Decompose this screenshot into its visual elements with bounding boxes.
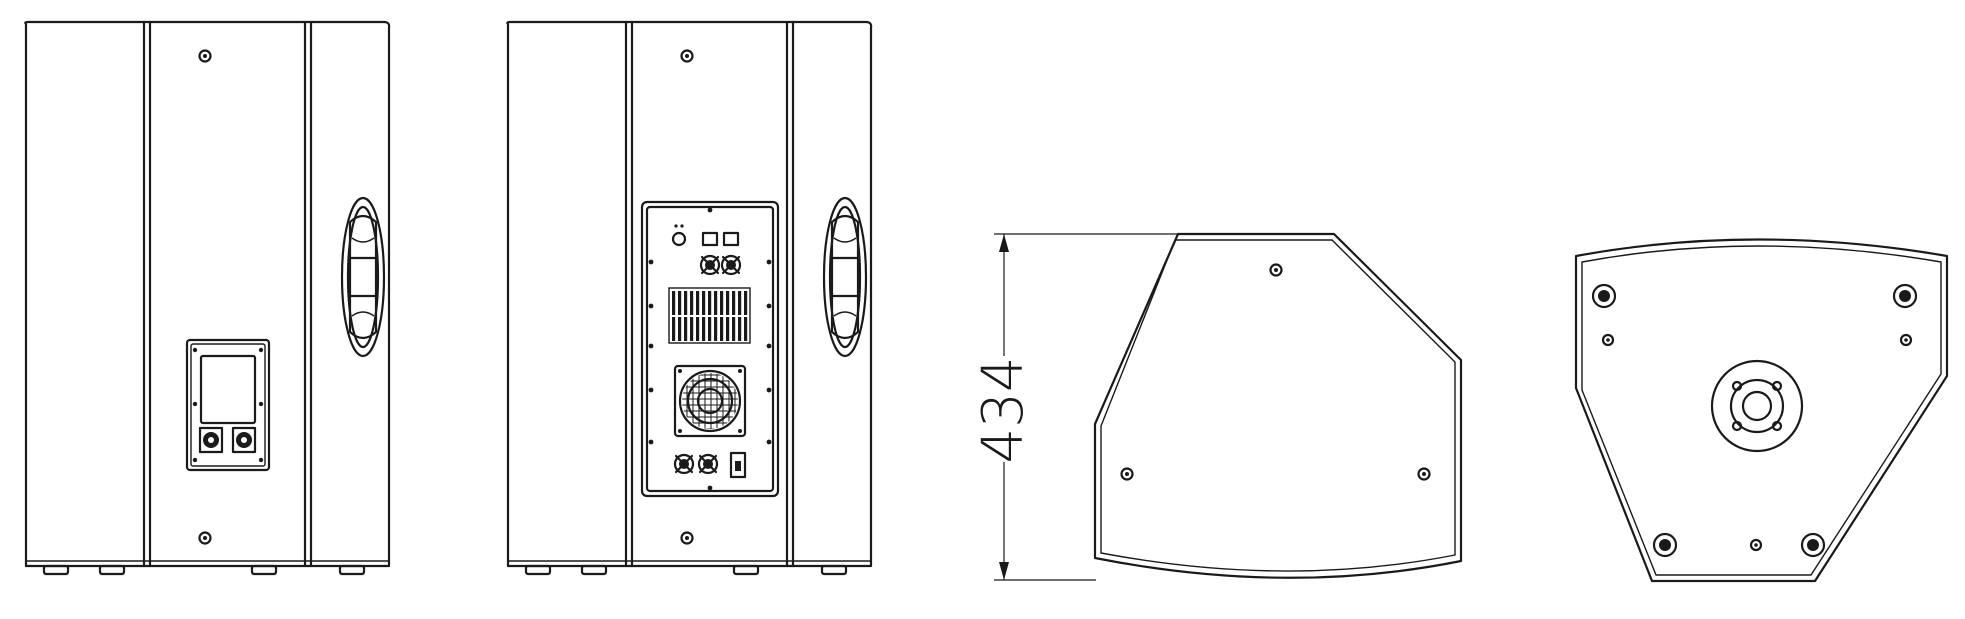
top-view (1574, 238, 1949, 583)
xlr-connector-icon (720, 254, 742, 276)
xlr-connector-icon (673, 453, 695, 475)
pole-mount-icon (1710, 359, 1804, 453)
xlr-connector-icon (699, 254, 721, 276)
heatsink-vent (668, 287, 751, 344)
foot-socket-icon (1591, 283, 1617, 309)
amplifier-module (640, 200, 780, 498)
speakon-connector-icon (231, 426, 257, 454)
back-panel-view (24, 20, 391, 576)
fly-point-icon (198, 531, 212, 545)
speakon-connector-icon (198, 426, 224, 454)
back-amplifier-view (506, 20, 873, 576)
foot-socket-icon (1652, 532, 1678, 558)
foot-socket-icon (1800, 532, 1826, 558)
foot-socket-icon (1892, 283, 1918, 309)
input-connector-plate (185, 338, 271, 472)
side-profile-view (1093, 232, 1463, 579)
dimension-label: 434 (971, 357, 1036, 464)
xlr-connector-icon (697, 453, 719, 475)
fly-point-icon (680, 49, 694, 63)
fly-point-icon (198, 49, 212, 63)
carry-handle (822, 196, 868, 358)
volume-knob-icon (671, 224, 687, 247)
carry-handle (340, 196, 386, 358)
height-dimension: 434 (971, 233, 1178, 581)
cooling-fan-icon (673, 364, 747, 438)
fly-point-icon (680, 531, 694, 545)
power-switch-icon (729, 451, 747, 479)
